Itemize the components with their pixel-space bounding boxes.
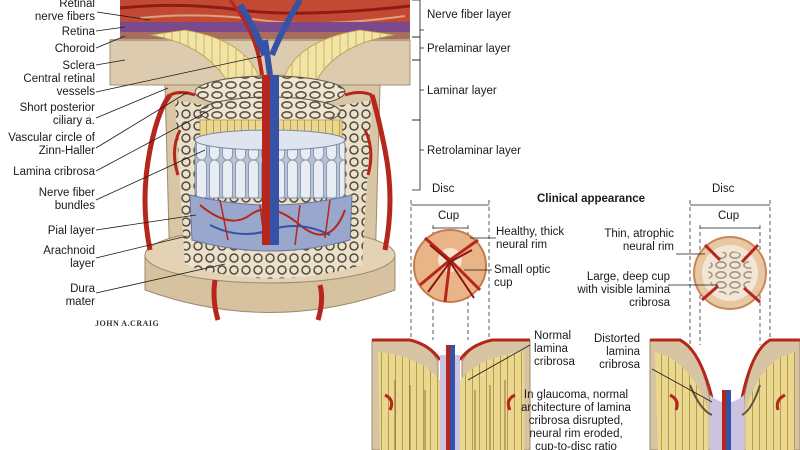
layer-brackets	[412, 0, 424, 191]
label-retina: Retina	[62, 26, 96, 38]
laminar-layer-label: Laminar layer	[427, 85, 497, 97]
retrolaminar-layer-label: Retrolaminar layer	[427, 145, 521, 157]
artist-signature: JOHN A.CRAIG	[95, 319, 159, 328]
prelaminar-layer-label: Prelaminar layer	[427, 43, 511, 55]
normal-cup-label: Cup	[438, 210, 459, 222]
posterior-ciliary-arteries	[142, 91, 393, 321]
label-lamina-cribrosa: Lamina cribrosa	[13, 166, 95, 178]
label-sclera: Sclera	[62, 60, 95, 72]
glaucoma-cup-label: Cup	[718, 210, 739, 222]
nerve-fiber-layer-label: Nerve fiber layer	[427, 9, 512, 21]
normal-disc-label: Disc	[432, 183, 455, 195]
glaucoma-disc-label: Disc	[712, 183, 735, 195]
main-cutaway-illustration	[109, 0, 411, 321]
normal-cross-section	[371, 338, 531, 450]
clinical-appearance-title: Clinical appearance	[537, 193, 645, 205]
glaucoma-cross-section	[649, 338, 800, 450]
normal-disc-group: Disc Cup	[410, 183, 490, 345]
central-retinal-vessels-trunk	[262, 75, 279, 245]
nerve-fiber-sweep	[149, 0, 396, 91]
glaucoma-disc-group: Disc Cup	[689, 183, 771, 345]
label-choroid: Choroid	[55, 43, 95, 55]
label-pial-layer: Pial layer	[48, 225, 95, 237]
